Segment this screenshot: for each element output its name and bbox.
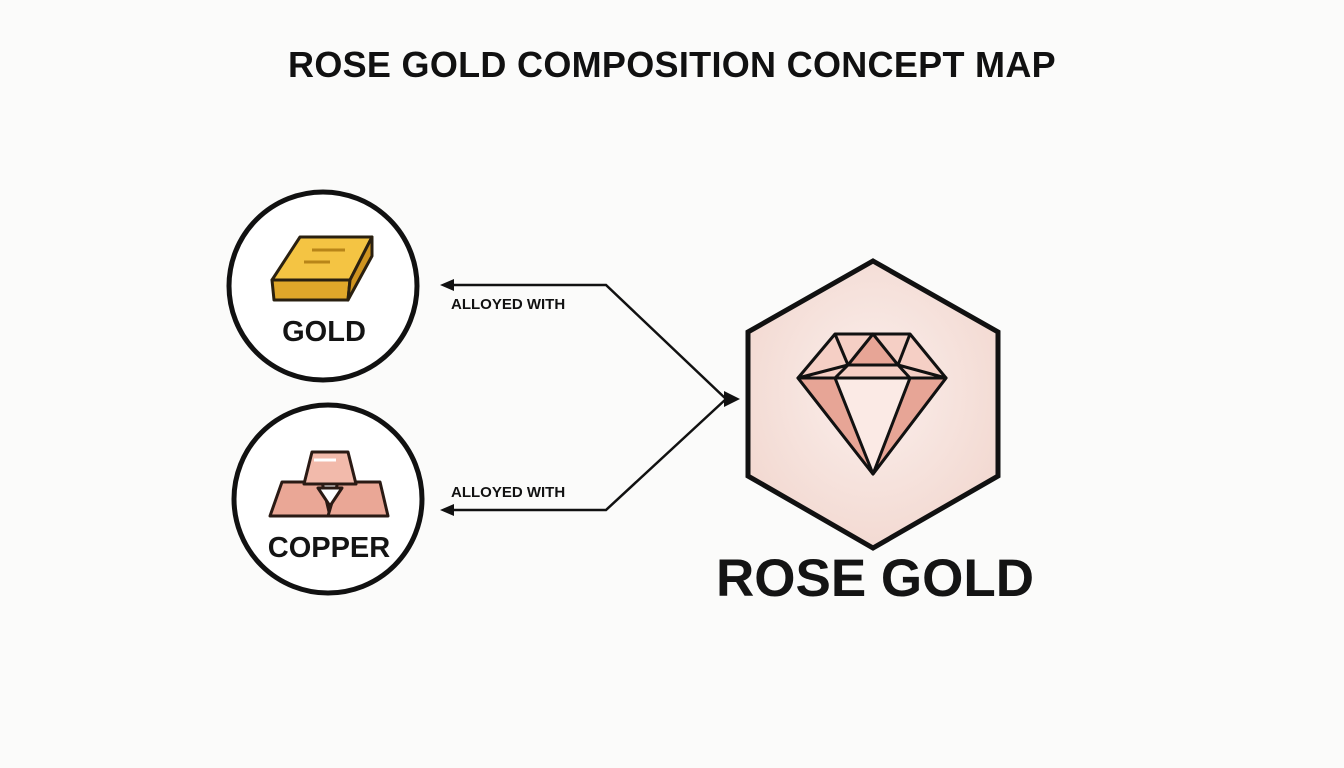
arrowhead-hexagon <box>724 391 740 407</box>
edge-copper-line <box>446 398 727 512</box>
diamond-icon <box>796 332 948 476</box>
page-title: ROSE GOLD COMPOSITION CONCEPT MAP <box>288 44 1056 85</box>
gold-node-label: GOLD <box>282 316 366 348</box>
rose-gold-node-label: ROSE GOLD <box>715 549 1035 608</box>
gold-bar-icon <box>270 235 374 302</box>
edge-label-gold: ALLOYED WITH <box>451 296 566 313</box>
copper-node-label: COPPER <box>267 532 391 564</box>
arrowhead-copper <box>440 504 454 516</box>
copper-bars-icon <box>268 450 390 518</box>
edge-label-copper: ALLOYED WITH <box>451 484 566 501</box>
arrowhead-gold <box>440 279 454 291</box>
edge-gold-line <box>446 283 727 400</box>
connector-lines <box>446 283 727 512</box>
